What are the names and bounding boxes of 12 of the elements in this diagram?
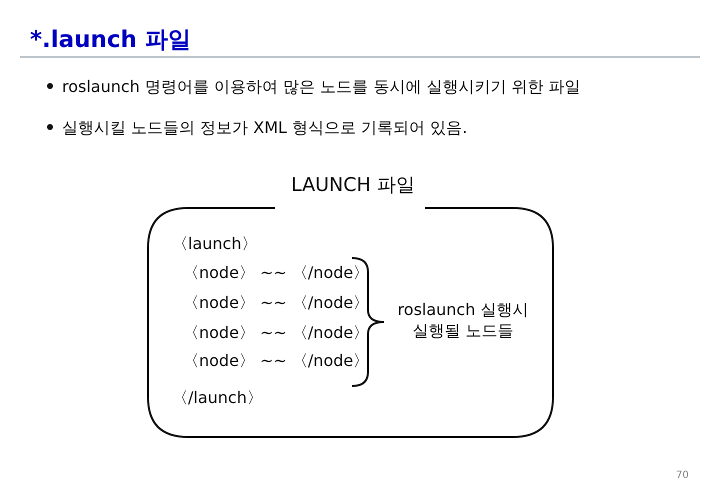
brace-note: roslaunch 실행시 실행될 노드들 [396,300,530,342]
code-line: 〈node〉 ~~ 〈/node〉 [183,293,370,314]
code-line: 〈launch〉 [172,234,258,255]
slide-title: *.launch 파일 [30,26,191,55]
frame-heading: LAUNCH 파일 [290,173,416,198]
code-line: 〈node〉 ~~ 〈/node〉 [183,323,370,344]
page-number: 70 [676,470,689,481]
code-line: 〈node〉 ~~ 〈/node〉 [183,263,370,284]
code-line: 〈node〉 ~~ 〈/node〉 [183,351,370,372]
bullet-text: roslaunch 명령어를 이용하여 많은 노드를 동시에 실행시키기 위한 파일 [62,77,581,98]
code-line: 〈/launch〉 [172,388,263,409]
bullet-text: 실행시킬 노드들의 정보가 XML 형식으로 기록되어 있음. [62,118,468,139]
